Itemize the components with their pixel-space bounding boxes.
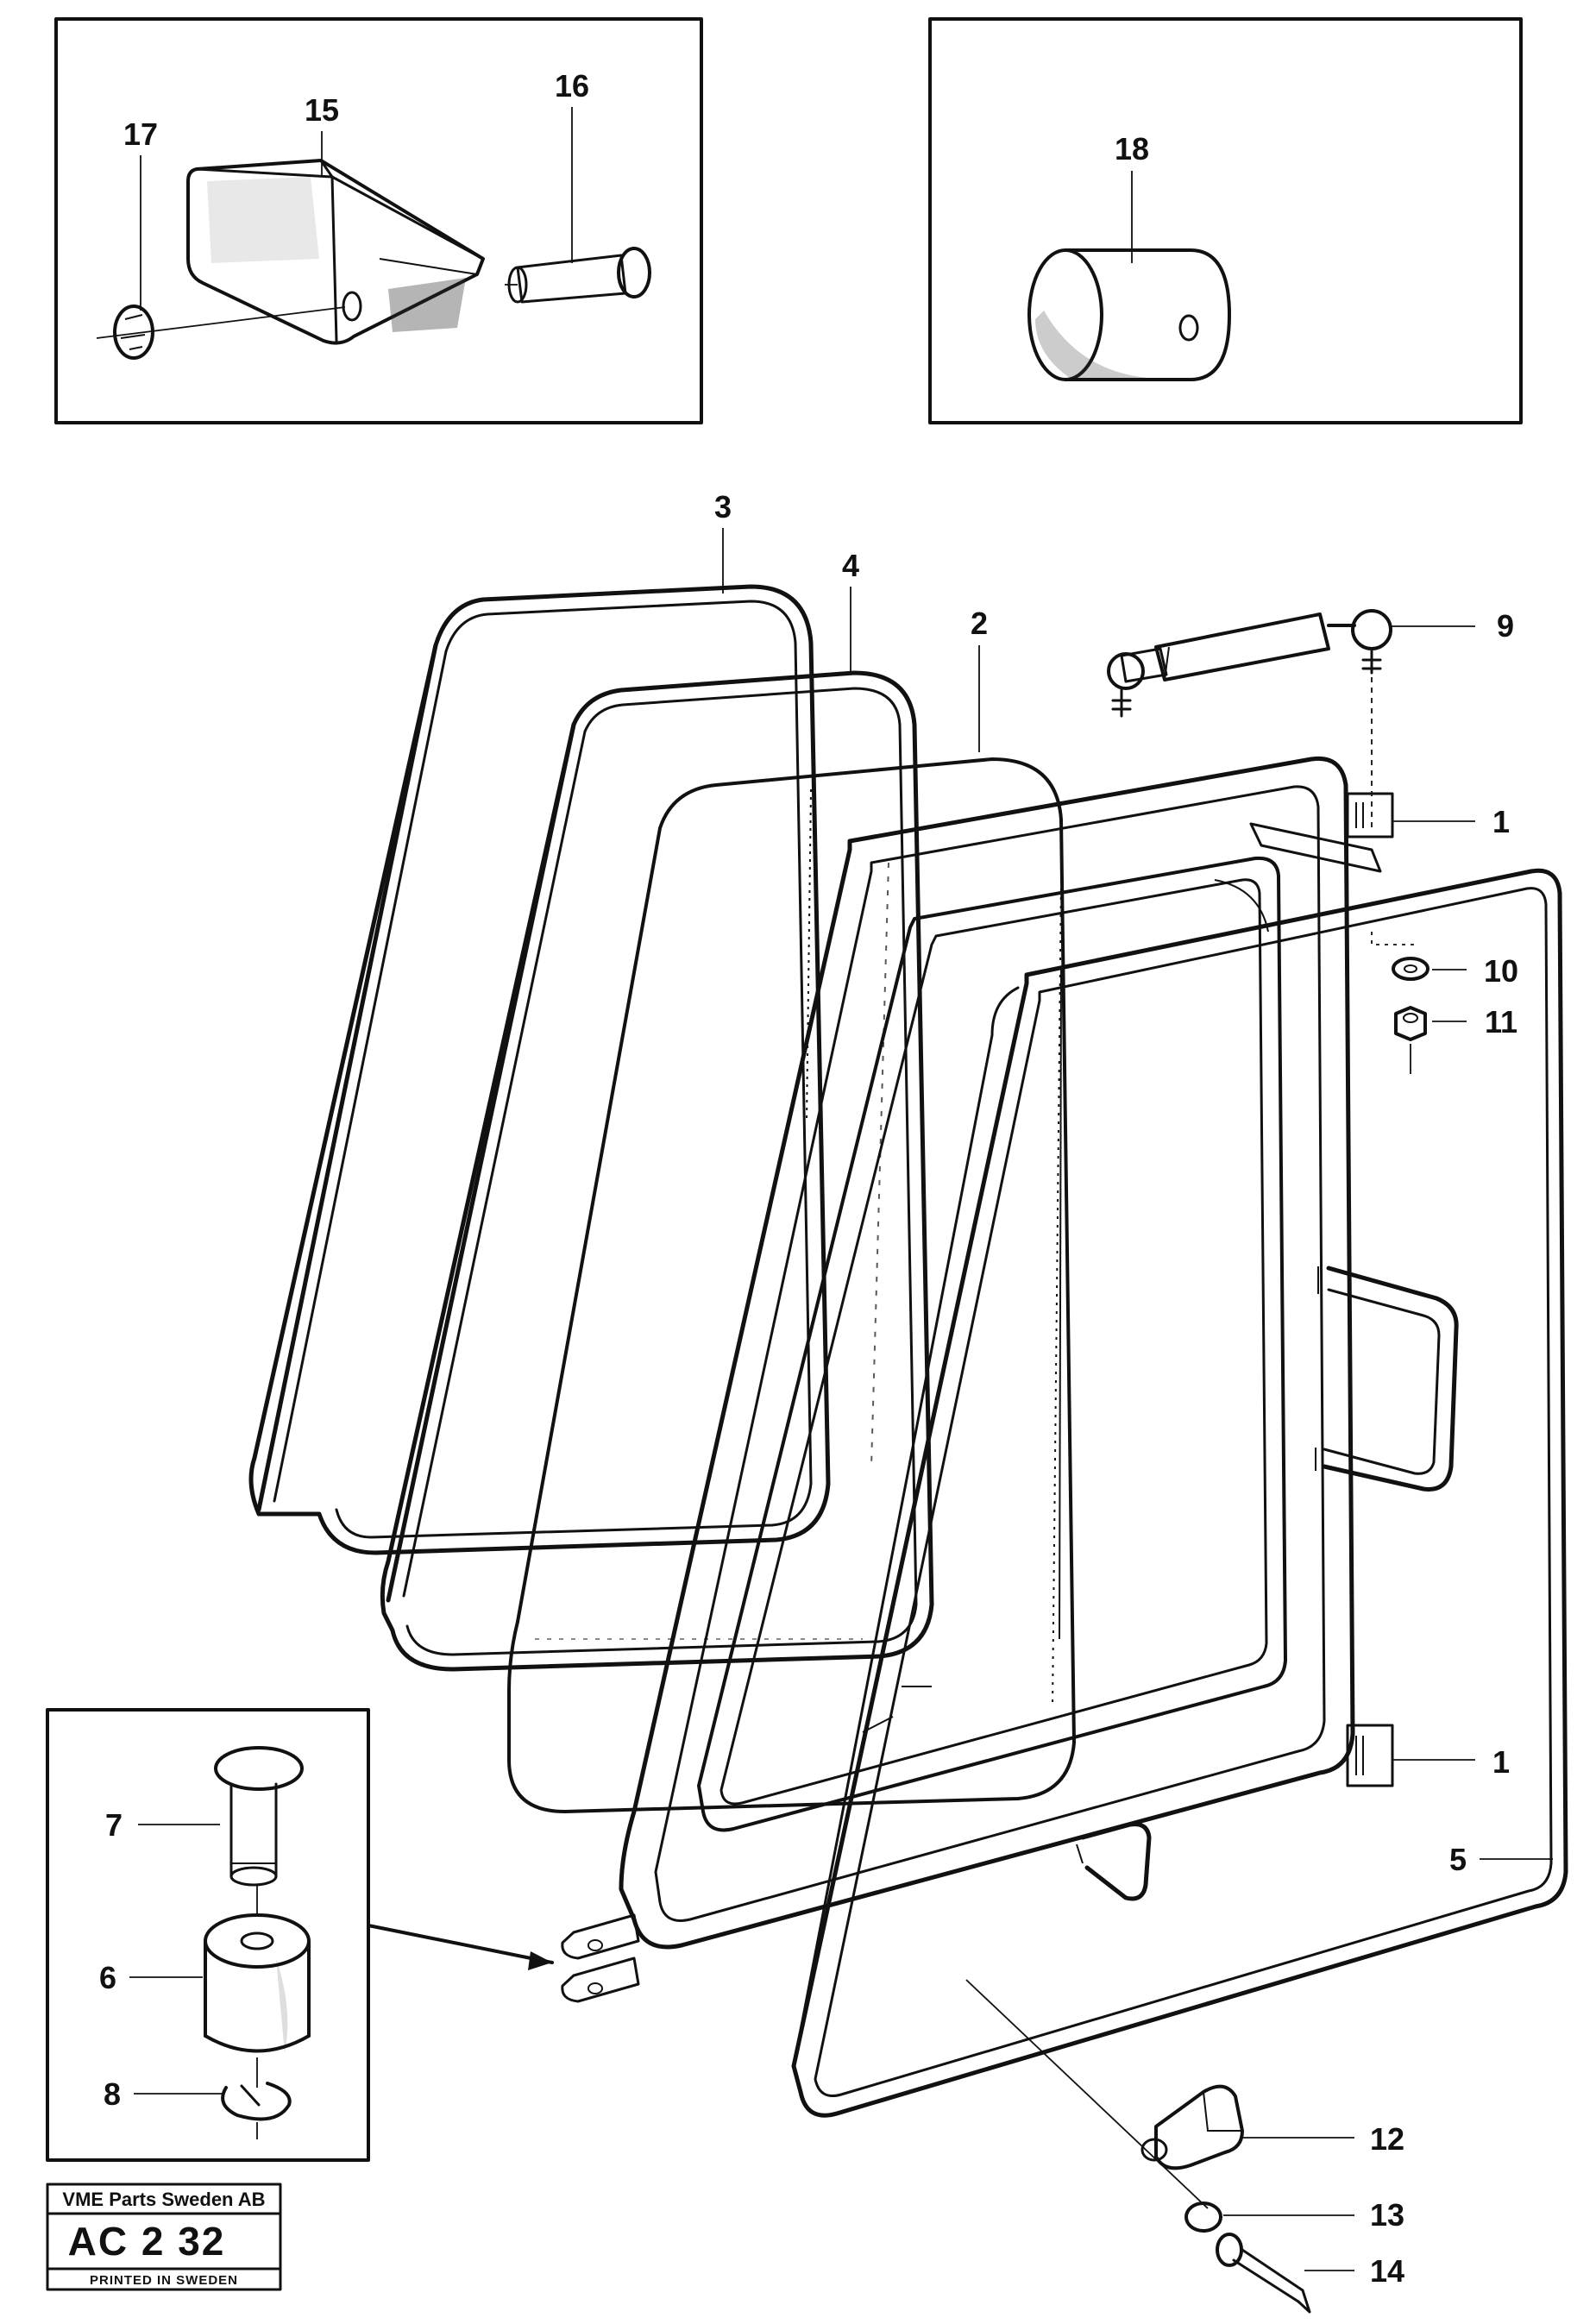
washer-part-17 [113, 305, 154, 360]
callout-1-lower: 1 [1492, 1744, 1510, 1780]
door-frame-part-5 [791, 868, 1568, 2118]
callout-4: 4 [842, 548, 859, 583]
glass-pane-part-2 [507, 757, 1076, 1813]
door-grab-handle [1315, 1266, 1459, 1492]
callout-10: 10 [1484, 953, 1518, 989]
hinge-bracket-lower [1346, 1724, 1394, 1787]
bottom-hinge-lugs [561, 1913, 640, 2003]
callout-3: 3 [714, 489, 732, 524]
callout-6: 6 [99, 1960, 116, 1995]
handle-part-15 [186, 159, 485, 345]
callout-16: 16 [555, 68, 589, 104]
stamp-printed: PRINTED IN SWEDEN [90, 2273, 238, 2288]
bushing-part-6 [204, 1913, 311, 2053]
pin-part-16 [507, 247, 651, 304]
gas-strut-part-9 [1107, 609, 1392, 718]
callout-14: 14 [1370, 2253, 1404, 2289]
callout-7: 7 [105, 1807, 123, 1843]
nut-part-11 [1394, 1006, 1427, 1041]
washer-part-10 [1392, 957, 1429, 981]
inset-hinge-pin-parts: 7 6 8 [46, 1708, 370, 2162]
callout-13: 13 [1370, 2197, 1404, 2233]
stamp-company: VME Parts Sweden AB [62, 2189, 265, 2210]
callout-18: 18 [1115, 131, 1149, 166]
callout-2: 2 [971, 606, 988, 641]
latch-part-12 [1140, 2084, 1244, 2170]
screw-part-14 [1216, 2233, 1311, 2314]
callout-5: 5 [1449, 1842, 1467, 1877]
callout-11: 11 [1485, 1004, 1517, 1040]
stamp-code: AC 2 32 [68, 2219, 226, 2264]
seal-part-4 [380, 670, 934, 1672]
callout-17: 17 [123, 116, 158, 152]
callout-1-upper: 1 [1492, 804, 1510, 839]
window-assembly [248, 584, 1568, 2118]
clip-part-8 [221, 2082, 292, 2121]
seal-part-3 [248, 584, 831, 1555]
callout-9: 9 [1497, 608, 1514, 644]
callout-15: 15 [305, 92, 339, 128]
pin-part-7 [214, 1746, 304, 1887]
inset-roller-part: 18 [928, 17, 1523, 424]
manufacturer-stamp: VME Parts Sweden AB AC 2 32 PRINTED IN S… [46, 2183, 282, 2291]
callout-8: 8 [104, 2076, 121, 2112]
window-frame [619, 756, 1382, 1950]
latch-loop [1076, 1822, 1152, 1901]
washer-part-13 [1184, 2202, 1222, 2233]
callout-12: 12 [1370, 2121, 1404, 2157]
hinge-bracket-upper [1346, 792, 1394, 839]
inset-handle-parts: 17 15 16 [54, 17, 703, 424]
roller-part-18 [1027, 248, 1231, 381]
